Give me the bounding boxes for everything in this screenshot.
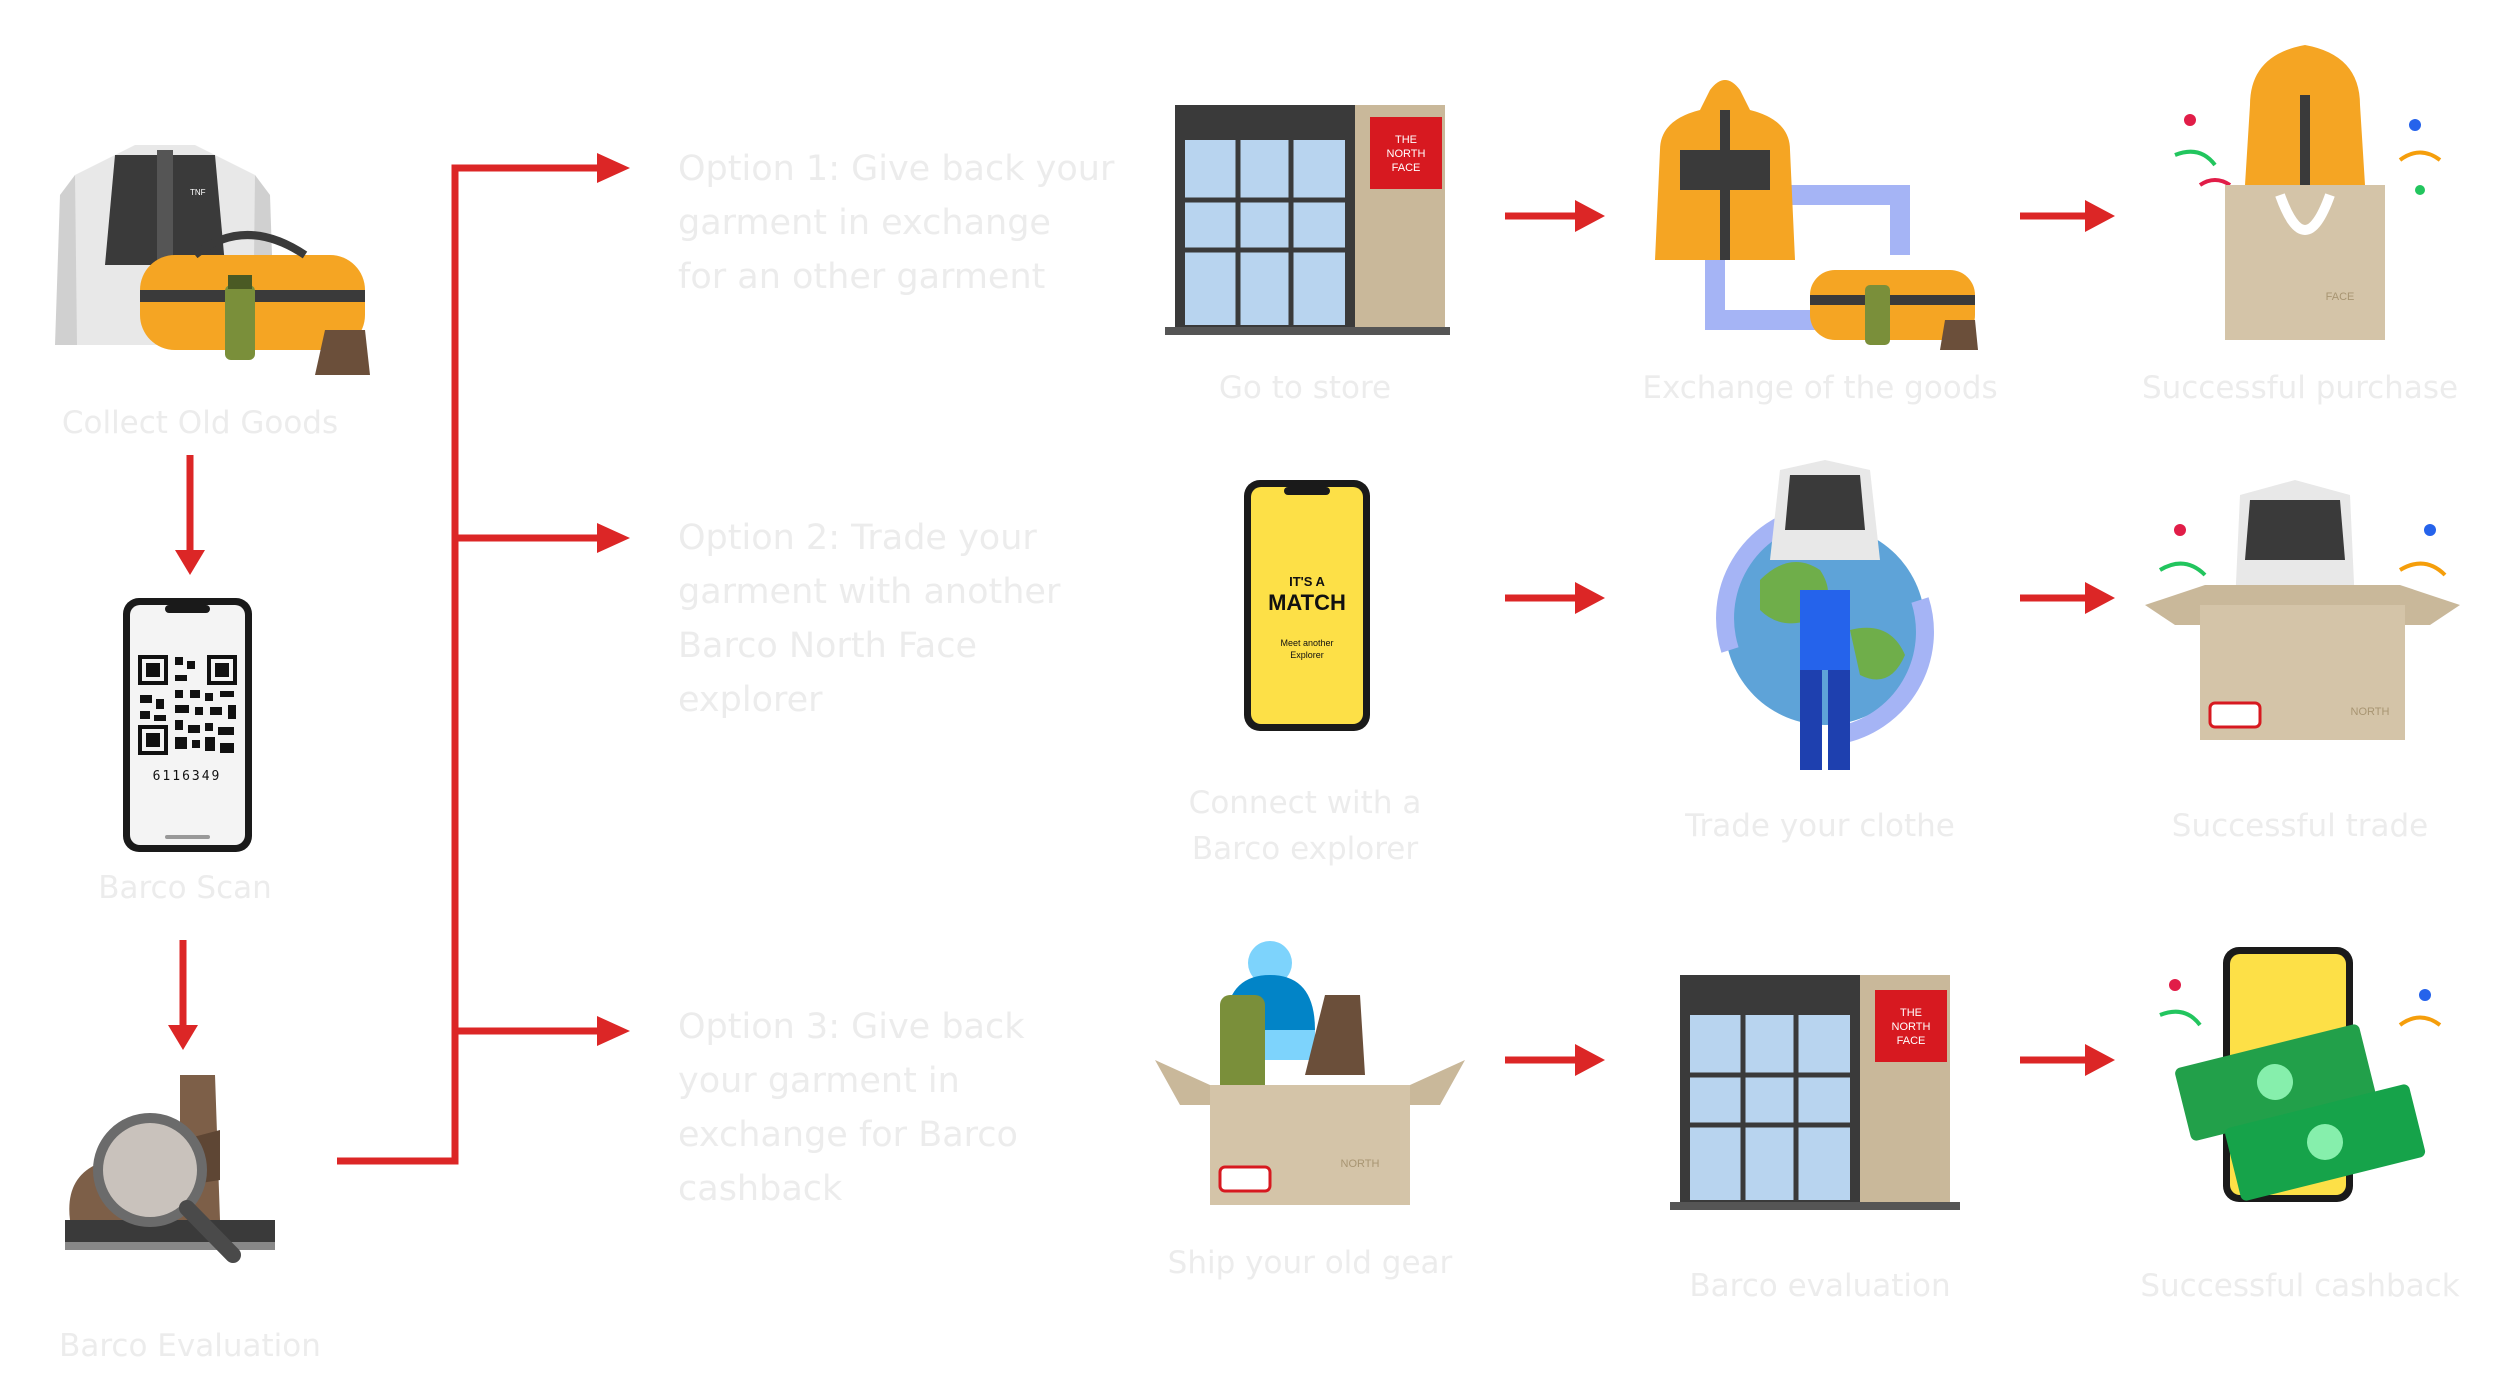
barco-evaluation-step-label: Barco evaluation <box>1689 1268 1951 1304</box>
phone-qr-illustration: 6116349 <box>123 598 252 852</box>
ship-gear-label: Ship your old gear <box>1167 1245 1453 1281</box>
svg-text:THE: THE <box>1395 134 1417 146</box>
qr-code-number: 6116349 <box>153 769 222 784</box>
svg-text:MATCH: MATCH <box>1268 590 1346 615</box>
svg-text:Meet another: Meet another <box>1280 638 1333 648</box>
svg-text:FACE: FACE <box>2326 291 2355 303</box>
money-icon <box>2175 1024 2426 1201</box>
svg-text:FACE: FACE <box>1897 1035 1926 1047</box>
trade-clothe-label: Trade your clothe <box>1685 808 1955 844</box>
arrow-scan-to-eval-head <box>168 1025 198 1050</box>
barco-store-illustration: THE NORTH FACE <box>1670 975 1960 1210</box>
go-to-store-label: Go to store <box>1218 370 1392 406</box>
exchange-goods-label: Exchange of the goods <box>1642 370 1998 406</box>
confetti-icon <box>2159 979 2442 1027</box>
svg-text:NORTH: NORTH <box>1387 148 1426 160</box>
svg-text:THE: THE <box>1900 1007 1922 1019</box>
branch-option-1-head <box>597 153 630 183</box>
barco-scan-label: Barco Scan <box>98 870 272 906</box>
trade-box-illustration: NORTH <box>2145 480 2460 740</box>
svg-text:NORTH: NORTH <box>2351 706 2390 718</box>
arrow-collect-to-scan-head <box>175 550 205 575</box>
brand-logo: THE NORTH FACE <box>1370 117 1442 189</box>
branch-option-3-head <box>597 1016 630 1046</box>
store-illustration: THE NORTH FACE <box>1165 105 1450 335</box>
confetti-icon <box>2158 524 2447 577</box>
svg-text:Explorer: Explorer <box>1290 650 1324 660</box>
branch-trunk <box>337 164 600 1165</box>
successful-cashback-label: Successful cashback <box>2140 1268 2460 1304</box>
ship-box-illustration: NORTH <box>1155 941 1465 1205</box>
confetti-icon <box>2174 114 2442 195</box>
svg-text:NORTH: NORTH <box>1341 1158 1380 1170</box>
trade-globe-illustration <box>1716 460 1934 770</box>
old-goods-illustration: TNF <box>55 145 370 375</box>
boot-evaluation-illustration <box>65 1075 275 1263</box>
magnifier-icon <box>93 1113 241 1263</box>
purchase-bag-illustration: FACE <box>2174 45 2442 340</box>
cashback-phone-illustration <box>2159 947 2442 1202</box>
collect-old-goods-label: Collect Old Goods <box>61 405 339 441</box>
successful-purchase-label: Successful purchase <box>2141 370 2459 406</box>
barco-evaluation-label: Barco Evaluation <box>59 1328 321 1364</box>
svg-text:FACE: FACE <box>1392 162 1421 174</box>
successful-trade-label: Successful trade <box>2171 808 2429 844</box>
branch-option-2-head <box>597 523 630 553</box>
brand-logo: THE NORTH FACE <box>1875 990 1947 1062</box>
svg-text:NORTH: NORTH <box>1892 1021 1931 1033</box>
phone-match-illustration: IT'S A MATCH Meet another Explorer <box>1244 480 1370 731</box>
exchange-illustration <box>1655 80 1978 350</box>
svg-text:IT'S A: IT'S A <box>1289 574 1325 589</box>
svg-text:TNF: TNF <box>190 188 206 197</box>
qr-code-icon <box>138 655 237 755</box>
